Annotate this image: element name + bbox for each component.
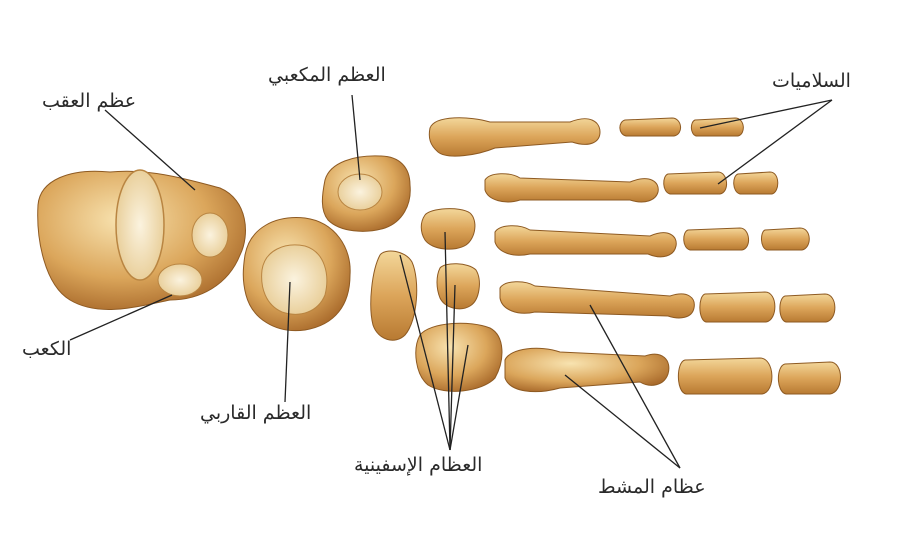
label-calcaneus: عظم العقب [42, 92, 136, 111]
label-cuneiform: العظام الإسفينية [354, 456, 482, 475]
navicular-bone [243, 218, 350, 331]
label-navicular: العظم القاربي [200, 404, 311, 423]
label-phalanges: السلاميات [772, 72, 851, 91]
label-talus: الكعب [22, 340, 71, 359]
label-metatarsals: عظام المشط [598, 478, 706, 497]
cuboid-bone [322, 156, 410, 231]
cuneiform-bones [371, 209, 502, 392]
leader-metatarsal-2 [565, 375, 680, 468]
label-cuboid: العظم المكعبي [268, 66, 386, 85]
leader-metatarsal-1 [590, 305, 680, 468]
calcaneus-bone [38, 170, 246, 310]
